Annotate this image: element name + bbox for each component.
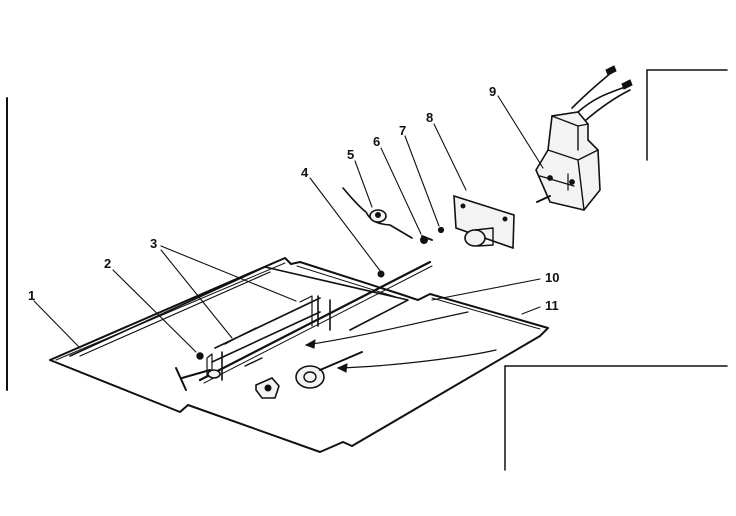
leader-7 xyxy=(404,135,440,227)
callout-9: 9 xyxy=(489,84,496,99)
leader-1 xyxy=(33,300,81,349)
frame-marks xyxy=(6,69,728,471)
part-6-screw xyxy=(420,235,433,244)
callout-11: 11 xyxy=(545,298,559,313)
leader-5 xyxy=(354,160,373,208)
leader-11 xyxy=(521,306,541,315)
handle-screw xyxy=(196,352,204,360)
handle-hub xyxy=(207,369,221,379)
callout-8: 8 xyxy=(426,110,433,125)
leader-4 xyxy=(309,177,382,273)
callout-5: 5 xyxy=(347,147,354,162)
assembly-arrows xyxy=(304,311,497,373)
part-7-nut xyxy=(437,226,445,234)
callout-10: 10 xyxy=(545,270,559,285)
part-5-cord-clip xyxy=(342,187,413,239)
screw-head xyxy=(420,236,428,244)
part-4-spit-rod xyxy=(198,260,433,384)
callout-6: 6 xyxy=(373,134,380,149)
leader-3 xyxy=(160,245,297,339)
leader-9 xyxy=(497,95,544,169)
bracket-bushing xyxy=(464,229,486,247)
part-11-tray-frame xyxy=(49,257,549,453)
callout-labels: 1 2 3 4 5 6 7 8 9 10 11 xyxy=(28,84,559,313)
callout-4: 4 xyxy=(301,165,309,180)
clamp-screw xyxy=(264,384,272,392)
part-2-handle xyxy=(175,352,221,391)
callout-2: 2 xyxy=(104,256,111,271)
part-10-wire-rack xyxy=(69,266,409,357)
leader-8 xyxy=(433,123,467,191)
nut-icon xyxy=(437,226,445,234)
leader-6 xyxy=(380,147,422,235)
spit-rod-collar xyxy=(377,270,385,278)
callout-3: 3 xyxy=(150,236,157,251)
spit-clamp xyxy=(255,377,280,399)
leader-lines xyxy=(33,95,544,353)
part-8-bracket-plate xyxy=(453,194,515,250)
drive-wheel-shaft xyxy=(295,351,363,389)
drive-wheel xyxy=(295,365,325,389)
leader-2 xyxy=(112,269,197,353)
leader-10 xyxy=(431,278,541,301)
callout-7: 7 xyxy=(399,123,406,138)
callout-1: 1 xyxy=(28,288,35,303)
part-9-motor xyxy=(535,65,633,211)
